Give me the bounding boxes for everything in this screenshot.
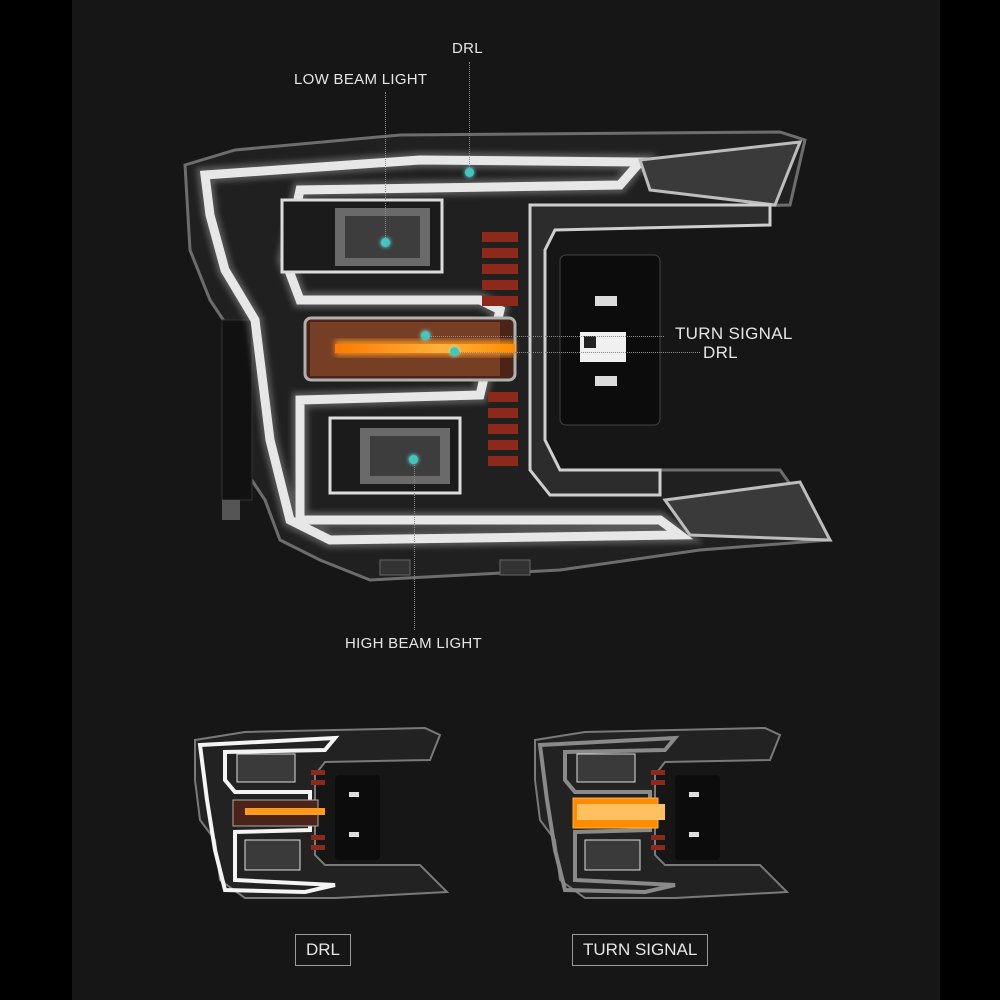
callout-low-beam: LOW BEAM LIGHT — [294, 71, 428, 88]
turn-signal-dot — [421, 331, 430, 340]
high-beam-dot — [409, 455, 418, 464]
headlight-thumb-drl — [194, 726, 450, 899]
low-beam-leader — [385, 92, 386, 242]
drl-top-leader — [469, 62, 470, 172]
turn-signal-leader — [426, 336, 664, 337]
callout-turn-signal: TURN SIGNAL — [675, 324, 793, 343]
callout-drl-side: DRL — [703, 343, 738, 362]
headlight-thumb-turn-signal — [534, 726, 790, 899]
drl-top-dot — [465, 168, 474, 177]
callout-high-beam: HIGH BEAM LIGHT — [345, 635, 483, 652]
drl-side-leader — [455, 352, 700, 353]
callout-drl-top: DRL — [452, 40, 483, 57]
low-beam-dot — [381, 238, 390, 247]
high-beam-leader — [414, 460, 415, 630]
drl-side-dot — [450, 347, 459, 356]
caption-drl: DRL — [295, 934, 352, 966]
caption-turn-signal: TURN SIGNAL — [572, 934, 709, 966]
